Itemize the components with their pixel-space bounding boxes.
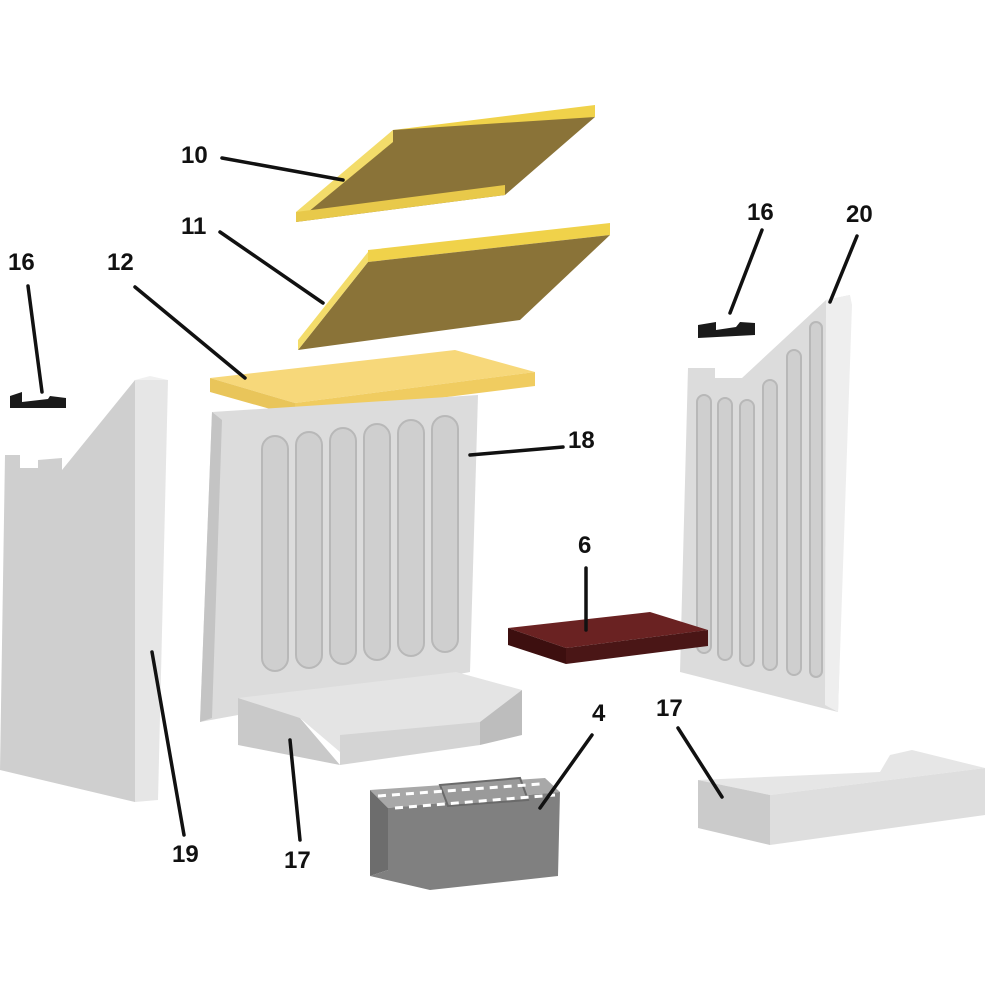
callout-19: 19 [172, 841, 199, 868]
leader-17-right [676, 726, 724, 799]
callout-17-right: 17 [656, 695, 683, 722]
part-4-ash-box [370, 776, 560, 890]
leader-10 [220, 156, 345, 182]
part-19-left-side-brick [0, 376, 168, 802]
leader-lines [26, 156, 859, 842]
part-10-insulation-board [296, 105, 595, 222]
part-17-hearth-brick-left [238, 672, 522, 765]
callout-16-left: 16 [8, 249, 35, 276]
leader-16-left [26, 284, 44, 394]
callout-20: 20 [846, 201, 873, 228]
leader-19 [150, 650, 186, 837]
part-6-base-plate [508, 612, 708, 664]
callout-labels: 10 11 12 16 16 20 18 6 4 17 17 19 [8, 142, 873, 874]
callout-18: 18 [568, 427, 595, 454]
part-18-rear-wall-brick [200, 395, 478, 722]
part-20-right-side-brick [680, 295, 852, 712]
callout-17-left: 17 [284, 847, 311, 874]
callout-16-right: 16 [747, 199, 774, 226]
part-17-hearth-brick-right [698, 750, 985, 845]
leader-4 [538, 733, 594, 810]
leader-18 [468, 445, 565, 457]
leader-16-right [728, 228, 764, 315]
part-16-clip-left [10, 392, 66, 408]
callout-12: 12 [107, 249, 134, 276]
leader-17-left [288, 738, 302, 842]
leader-20 [828, 234, 859, 304]
leader-12 [133, 285, 247, 380]
callout-6: 6 [578, 532, 591, 559]
callout-4: 4 [592, 700, 606, 727]
callout-10: 10 [181, 142, 208, 169]
part-11-insulation-board [298, 223, 610, 350]
leader-11 [218, 230, 325, 305]
callout-11: 11 [181, 213, 206, 240]
part-16-clip-right [698, 322, 755, 338]
